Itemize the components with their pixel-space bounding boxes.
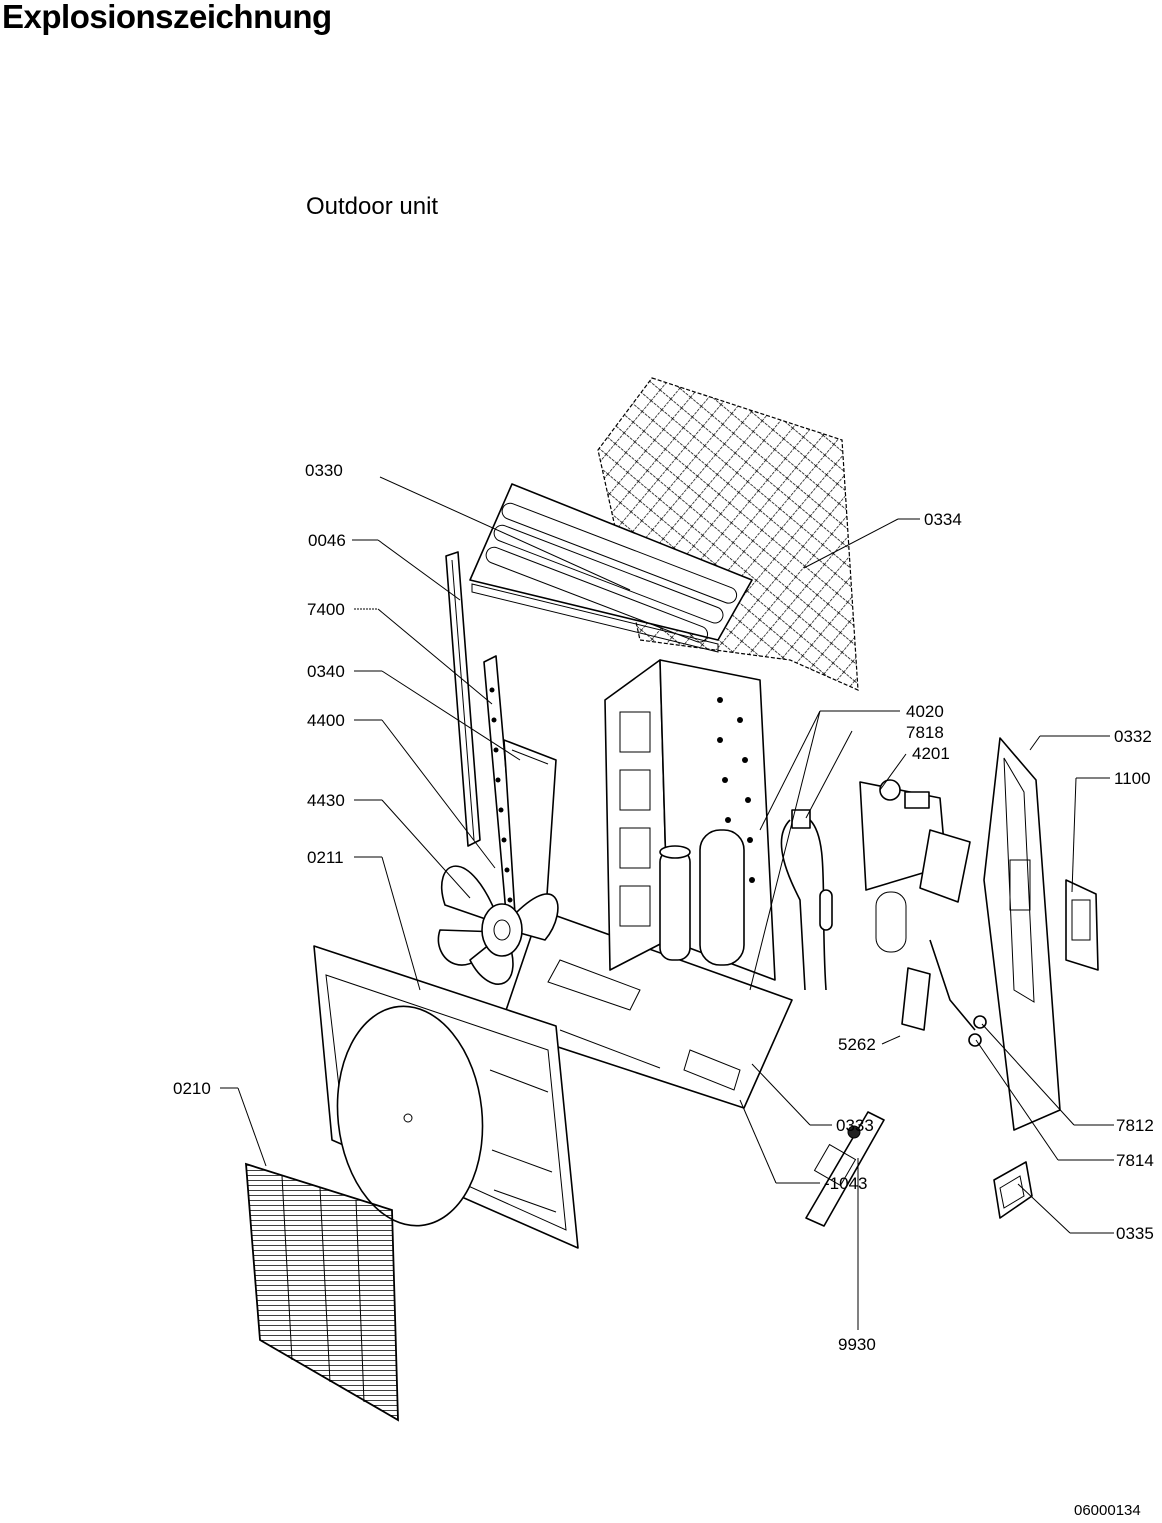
callout-0332: 0332	[1114, 727, 1152, 746]
callout-7814: 7814	[1116, 1151, 1154, 1170]
callout-0334: 0334	[924, 510, 962, 529]
diagram-subtitle: Outdoor unit	[306, 193, 439, 220]
callout-labels: 0330 0046 7400 0340 4400 4430 0211 0210 …	[173, 461, 1154, 1354]
piping-assembly	[780, 809, 833, 991]
callout-7400: 7400	[307, 600, 345, 619]
callout-5262: 5262	[838, 1035, 876, 1054]
side-handle	[993, 1161, 1033, 1219]
electric-control-box	[859, 779, 971, 903]
callout-0333: 0333	[836, 1116, 874, 1135]
callout-0210: 0210	[173, 1079, 211, 1098]
callout-0340: 0340	[307, 662, 345, 681]
front-grille	[244, 1162, 399, 1422]
callout-0211: 0211	[307, 848, 344, 867]
terminal-block	[875, 891, 931, 1031]
top-cover	[469, 483, 753, 653]
callout-4430: 4430	[307, 791, 345, 810]
side-post	[445, 551, 481, 847]
callout-4201: 4201	[912, 744, 950, 763]
callout-4020: 4020	[906, 702, 944, 721]
callout-0335: 0335	[1116, 1224, 1154, 1243]
leader-lines	[220, 476, 1114, 1330]
document-number: 06000134	[1074, 1502, 1141, 1519]
callout-1043: -1043	[824, 1174, 867, 1193]
front-panel	[313, 945, 579, 1249]
callout-9930: 9930	[838, 1335, 876, 1354]
callout-4400: 4400	[307, 711, 345, 730]
fan-blade	[437, 865, 559, 985]
callout-0330: 0330	[305, 461, 343, 480]
callout-1100: 1100	[1114, 769, 1151, 788]
callout-0046: 0046	[308, 531, 346, 550]
service-valves	[929, 939, 987, 1047]
valve-cover	[1065, 879, 1099, 971]
callout-7812: 7812	[1116, 1116, 1154, 1135]
page-title: Explosionszeichnung	[2, 0, 332, 35]
side-panel	[983, 737, 1061, 1131]
compressor	[659, 829, 745, 966]
callout-7818: 7818	[906, 723, 944, 742]
remote-control	[805, 1111, 885, 1227]
